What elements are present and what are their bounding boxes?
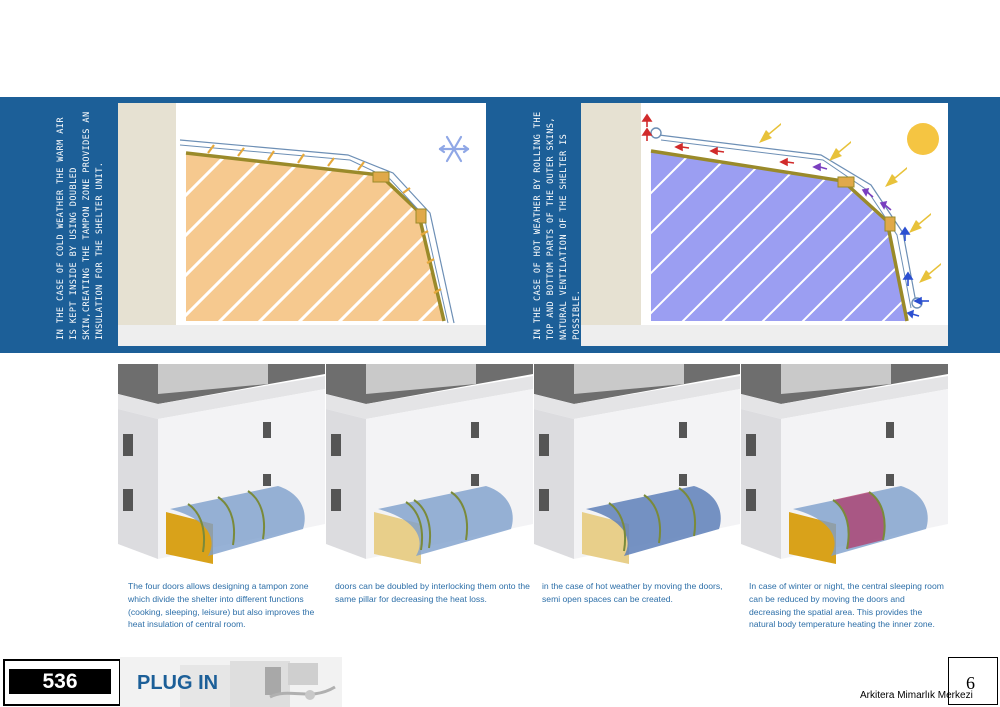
project-number-badge: 536	[3, 659, 121, 706]
outer-skin	[179, 139, 455, 324]
outer-skin-inner-line	[179, 144, 449, 324]
warm-interior	[186, 153, 444, 321]
hatch-lines	[186, 153, 444, 321]
rolled-skin-top	[650, 127, 662, 139]
render-panel-4	[741, 364, 948, 570]
caption-1: The four doors allows designing a tampon…	[128, 581, 315, 630]
cold-weather-diagram	[118, 103, 486, 346]
wall	[118, 103, 176, 346]
shelter-render	[118, 364, 325, 570]
cold-section-drawing	[118, 103, 486, 346]
project-number: 536	[9, 669, 111, 694]
joint-side	[415, 208, 427, 224]
inner-skin	[650, 149, 909, 322]
shelter-render	[534, 364, 740, 570]
cool-interior	[651, 151, 907, 321]
mixed-air-arrows	[812, 162, 892, 211]
inner-skin	[185, 151, 446, 322]
caption-2: doors can be doubled by interlocking the…	[335, 581, 530, 604]
render-panel-1	[118, 364, 325, 570]
page-number-box	[948, 657, 998, 705]
tampon-hatch	[207, 144, 442, 294]
shelter-render	[741, 364, 948, 570]
caption-4: In case of winter or night, the central …	[749, 581, 944, 630]
outer-skin	[658, 134, 918, 309]
watermark: Arkitera Mimarlık Merkezi	[860, 690, 973, 701]
cool-air-arrows	[899, 226, 929, 319]
hot-air-arrows	[641, 113, 795, 167]
wall	[581, 103, 641, 346]
plug-banner-image	[120, 657, 342, 707]
joint-top	[837, 176, 855, 188]
hot-weather-diagram	[581, 103, 948, 346]
hot-weather-text: IN THE CASE OF HOT WEATHER BY ROLLING TH…	[533, 111, 582, 340]
joint-top	[372, 171, 390, 183]
sun-ray-arrows	[759, 123, 941, 283]
plug-photo	[120, 657, 342, 707]
ground	[118, 325, 486, 346]
shelter-render	[326, 364, 533, 570]
sun-icon	[907, 123, 939, 155]
ground	[581, 325, 948, 346]
render-panel-3	[534, 364, 740, 570]
render-panel-2	[326, 364, 533, 570]
caption-3: in the case of hot weather by moving the…	[542, 581, 723, 604]
page-number: 6	[966, 673, 975, 693]
cold-weather-text: IN THE CASE OF COLD WEATHER THE WARM AIR…	[56, 111, 105, 340]
joint-side	[884, 216, 896, 232]
hot-section-drawing	[581, 103, 948, 346]
snowflake-icon	[438, 135, 470, 163]
project-title: PLUG IN	[137, 672, 219, 694]
